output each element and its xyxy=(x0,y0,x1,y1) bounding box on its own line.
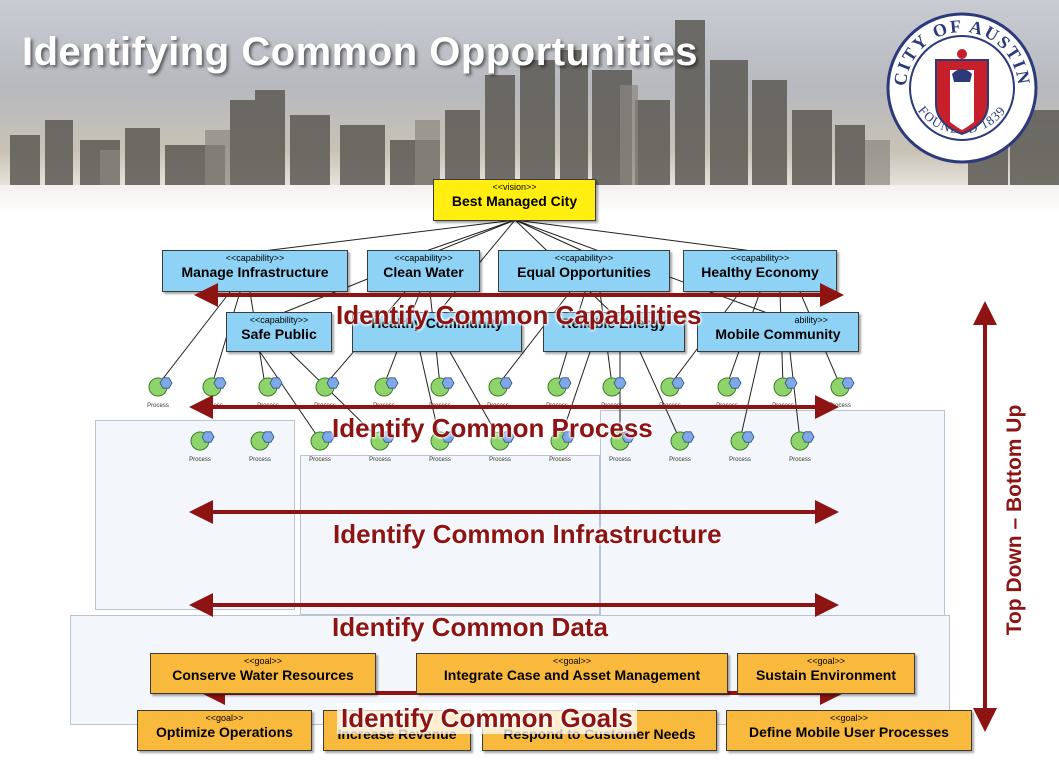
goal-name: Conserve Water Resources xyxy=(172,667,354,683)
side-label-top-down-bottom-up: Top Down – Bottom Up xyxy=(1003,404,1026,636)
goal-stereotype: <<goal>> xyxy=(552,656,592,666)
process-node: Process xyxy=(147,377,173,409)
vision-best-managed-city: <<vision>> Best Managed City xyxy=(433,179,596,221)
band-label-process: Identify Common Process xyxy=(332,413,653,443)
city-seal-logo: CITY OF AUSTIN FOUNDED 1839 xyxy=(886,12,1038,164)
process-node: Process xyxy=(489,431,515,463)
capability-stereotype: <<capability>> xyxy=(249,315,309,325)
process-node: Process xyxy=(549,431,575,463)
process-label: Process xyxy=(189,457,211,463)
page-title: Identifying Common Opportunities xyxy=(22,30,698,74)
capability-name: Safe Public xyxy=(241,326,317,342)
goal-name: Sustain Environment xyxy=(755,667,897,683)
band-label-data: Identify Common Data xyxy=(332,612,608,642)
process-label: Process xyxy=(309,457,331,463)
process-label: Process xyxy=(369,457,391,463)
process-node: Process xyxy=(729,431,755,463)
goal-stereotype: <<goal>> xyxy=(243,656,283,666)
capability-name: Reliable Energy xyxy=(561,315,667,331)
goal-define-mobile-user-processes: <<goal>> Define Mobile User Processes xyxy=(726,710,972,751)
capability-stereotype: <<capability>> xyxy=(394,253,453,263)
process-label: Process xyxy=(147,403,169,409)
process-label: Process xyxy=(549,457,571,463)
capability-name: Clean Water xyxy=(383,264,464,280)
capability-name: Healthy Community xyxy=(371,315,503,331)
process-node: Process xyxy=(609,431,635,463)
band-label-capabilities: Identify Common Capabilities xyxy=(336,300,702,330)
goal-stereotype: <<goal>> xyxy=(806,656,846,666)
skyline-image xyxy=(0,20,1059,215)
background-diagram-center xyxy=(300,455,600,615)
capability-stereotype: <<capability>> xyxy=(554,253,614,263)
capability-name: Equal Opportunities xyxy=(517,264,651,280)
goal-stereotype: <<goal>> xyxy=(205,713,244,723)
header-banner: Identifying Common Opportunities CITY OF… xyxy=(0,0,1059,215)
process-node: Process xyxy=(429,431,455,463)
process-node: Process xyxy=(309,431,335,463)
capability-name: Healthy Economy xyxy=(701,264,819,280)
goal-name: Optimize Operations xyxy=(156,724,293,740)
goal-name: Integrate Case and Asset Management xyxy=(443,667,701,683)
process-node: Process xyxy=(249,431,275,463)
vision-stereotype: <<vision>> xyxy=(492,182,537,192)
goal-integrate-case-asset-management: <<goal>> Integrate Case and Asset Manage… xyxy=(416,653,728,694)
capability-mobile-community: ability>> Mobile Community xyxy=(697,312,859,352)
vision-name: Best Managed City xyxy=(451,193,578,209)
capability-safe-public: <<capability>> Safe Public xyxy=(226,312,332,352)
process-label: Process xyxy=(429,457,451,463)
goal-conserve-water-resources: <<goal>> Conserve Water Resources xyxy=(150,653,376,694)
process-label: Process xyxy=(669,457,691,463)
process-label: Process xyxy=(729,457,751,463)
capability-reliable-energy: Reliable Energy xyxy=(543,312,685,352)
process-label: Process xyxy=(609,457,631,463)
process-node: Process xyxy=(789,431,815,463)
process-label: Process xyxy=(789,457,811,463)
capability-name: Manage Infrastructure xyxy=(181,264,329,280)
process-node: Process xyxy=(829,377,855,409)
capability-healthy-community: Healthy Community xyxy=(352,312,522,352)
goal-sustain-environment: <<goal>> Sustain Environment xyxy=(737,653,915,694)
capability-stereotype: <<capability>> xyxy=(730,253,790,263)
process-label: Process xyxy=(829,403,851,409)
process-node: Process xyxy=(189,431,215,463)
goal-name: Define Mobile User Processes xyxy=(749,724,949,740)
goal-stereotype: <<goal>> xyxy=(829,713,869,723)
process-node: Process xyxy=(369,431,395,463)
band-label-goals: Identify Common Goals xyxy=(337,703,637,734)
process-label: Process xyxy=(489,457,511,463)
capability-stereotype: ability>> xyxy=(794,315,828,325)
process-node: Process xyxy=(669,431,695,463)
capability-stereotype: <<capability>> xyxy=(225,253,285,263)
band-label-infrastructure: Identify Common Infrastructure xyxy=(333,519,722,549)
goal-optimize-operations: <<goal>> Optimize Operations xyxy=(137,710,312,751)
process-label: Process xyxy=(249,457,271,463)
capability-name: Mobile Community xyxy=(715,326,841,342)
